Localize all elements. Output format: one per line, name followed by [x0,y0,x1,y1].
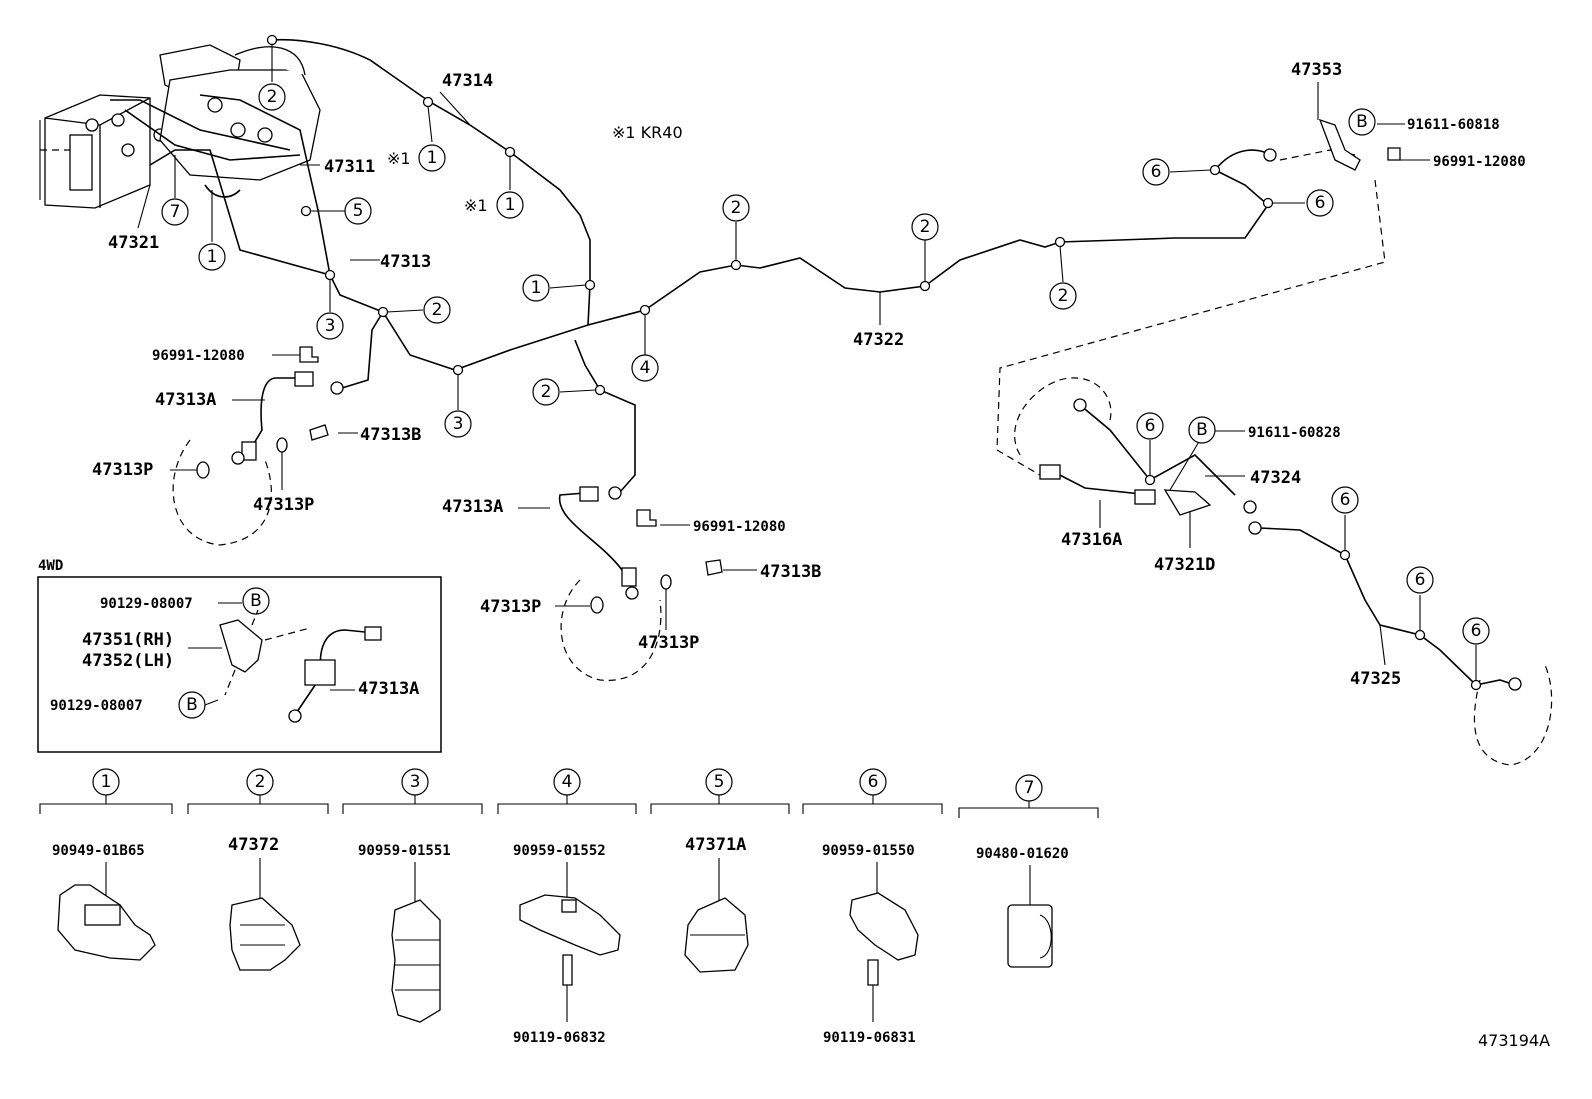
inset-part-47313a: 47313A [358,679,419,699]
callout-3: 3 [325,316,336,336]
part-47313p: 47313P [92,460,153,480]
callout-2: 2 [731,198,742,218]
part-47313b: 47313B [360,425,421,445]
clamp-4-number: 4 [562,772,573,792]
callout-2: 2 [920,217,931,237]
clamp-3-number: 3 [410,772,421,792]
clamp-5-part: 47371A [685,835,746,855]
callout-6: 6 [1340,490,1351,510]
front-brake-lines [199,38,646,493]
part-47313p: 47313P [638,633,699,653]
part-96991-12080: 96991-12080 [693,519,786,535]
callout-4: 4 [640,358,651,378]
callout-2: 2 [1058,286,1069,306]
part-47316a: 47316A [1061,530,1122,550]
part-47313p: 47313P [253,495,314,515]
callout-1: 1 [427,148,438,168]
part-91611-60828: 91611-60828 [1248,425,1341,441]
part-47311: 47311 [324,157,375,177]
callout-6: 6 [1315,193,1326,213]
part-47324: 47324 [1250,468,1301,488]
part-47313a: 47313A [155,390,216,410]
clamp-1-part: 90949-01B65 [52,843,145,859]
clamp-6-bolt: 90119-06831 [823,1030,916,1046]
part-labels: ※1 KR40 ※1 ※1 47314 47311 47321 47313 96… [92,60,1526,689]
part-96991-12080: 96991-12080 [1433,154,1526,170]
clamp-points [266,34,1482,691]
callout-5: 5 [353,201,364,221]
callout-1: 1 [531,278,542,298]
callout-3: 3 [453,414,464,434]
part-47314: 47314 [442,71,493,91]
inset-part-90129-08007: 90129-08007 [50,698,143,714]
clamp-6-number: 6 [868,772,879,792]
rear-right-brake-line [996,118,1401,476]
callout-circles: 2 1 1 1 5 3 2 3 4 2 2 2 2 6 6 6 6 6 6 1 … [161,83,1490,645]
asterisk-note: ※1 [464,196,488,215]
callout-6: 6 [1471,621,1482,641]
figure-id: 473194A [1478,1031,1550,1050]
callout-b: B [1196,420,1208,440]
rear-brake-line-47322 [644,204,1269,311]
part-96991-12080: 96991-12080 [152,348,245,364]
clamp-2-part: 47372 [228,835,279,855]
callout-2: 2 [267,87,278,107]
inset-4wd: 4WD 90129-08007 B 47351(RH) 47352(LH) 90… [37,558,442,753]
inset-part-47352-lh: 47352(LH) [82,651,174,671]
callout-b: B [1356,112,1368,132]
part-47313: 47313 [380,252,431,272]
callout-7: 7 [170,202,181,222]
clamp-4-part: 90959-01552 [513,843,606,859]
inset-part-47351-rh: 47351(RH) [82,630,174,650]
inset-part-90129-08007: 90129-08007 [100,596,193,612]
callout-6: 6 [1151,162,1162,182]
asterisk-note: ※1 [387,149,411,168]
brake-actuator-assembly [39,44,331,276]
callout-6: 6 [1415,570,1426,590]
rear-axle-lines [1039,148,1522,691]
wheel-outlines [172,377,1553,766]
callout-2: 2 [432,300,443,320]
clamp-1-number: 1 [101,772,112,792]
callout-1: 1 [207,247,218,267]
clamp-table: 1 90949-01B65 2 47372 3 90959-01551 4 90… [39,768,1099,1046]
note-kr40: ※1 KR40 [612,123,683,142]
part-91611-60818: 91611-60818 [1407,117,1500,133]
inset-callout-b: B [186,695,198,715]
front-flexible-hoses [196,346,723,614]
part-47321: 47321 [108,233,159,253]
part-47322: 47322 [853,330,904,350]
clamp-2-number: 2 [255,772,266,792]
inset-callout-b: B [250,591,262,611]
leader-lines [137,44,1477,681]
callout-6: 6 [1145,416,1156,436]
part-47313p: 47313P [480,597,541,617]
callout-1: 1 [505,195,516,215]
clamp-3-part: 90959-01551 [358,843,451,859]
clamp-7-number: 7 [1024,778,1035,798]
part-47353: 47353 [1291,60,1342,80]
part-47321d: 47321D [1154,555,1215,575]
clamp-5-number: 5 [714,772,725,792]
callout-2: 2 [541,382,552,402]
part-47313b: 47313B [760,562,821,582]
clamp-6-part: 90959-01550 [822,843,915,859]
inset-title: 4WD [38,558,63,574]
part-47313a: 47313A [442,497,503,517]
clamp-4-bolt: 90119-06832 [513,1030,606,1046]
clamp-7-part: 90480-01620 [976,846,1069,862]
part-47325: 47325 [1350,669,1401,689]
